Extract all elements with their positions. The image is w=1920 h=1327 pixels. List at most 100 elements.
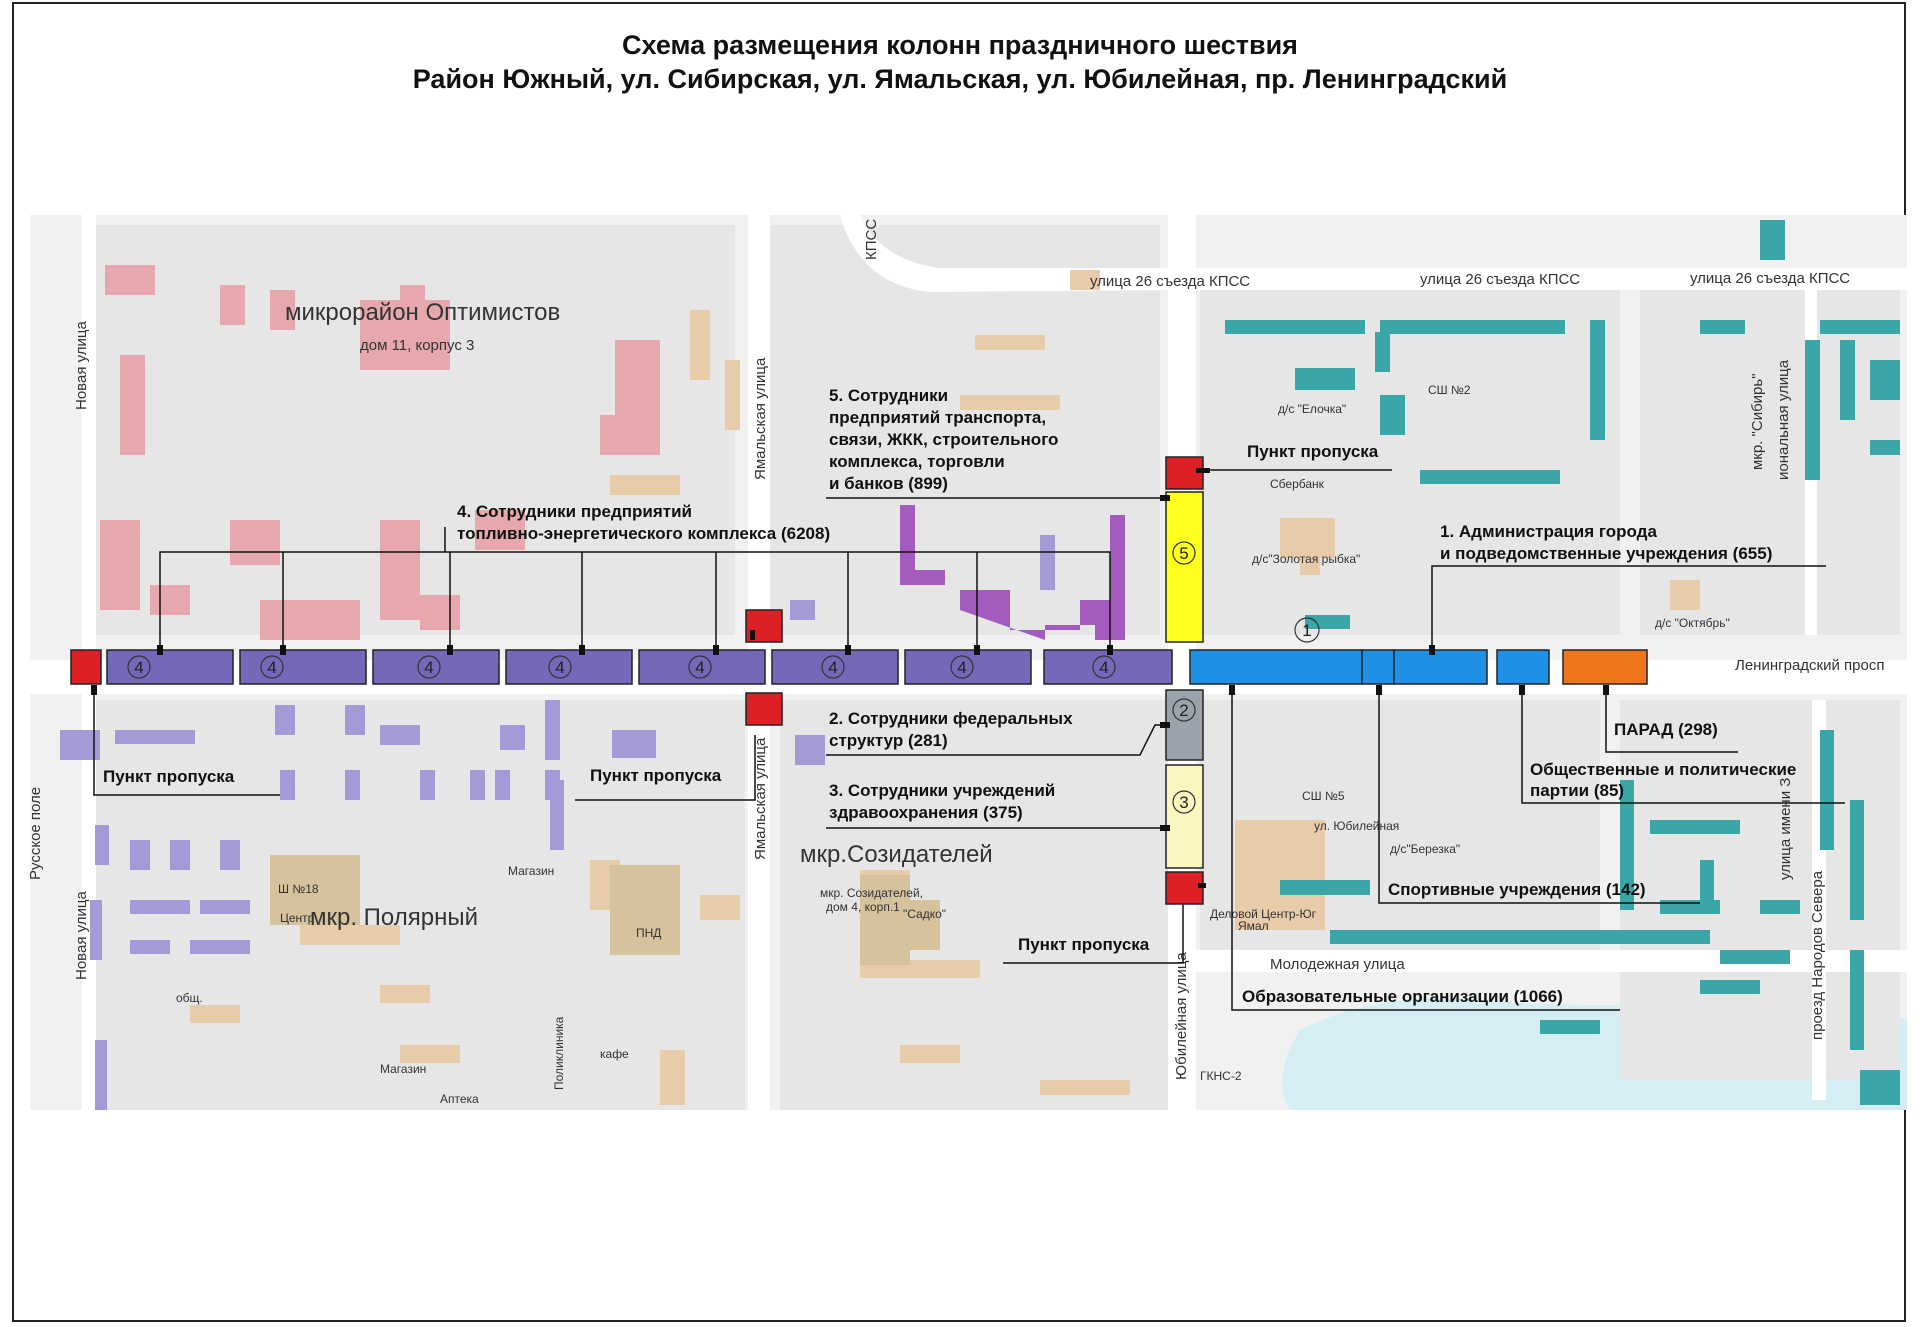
label-col4-line2: топливно-энергетического комплекса (6208… — [457, 524, 830, 543]
map-subtitle: Район Южный, ул. Сибирская, ул. Ямальска… — [412, 64, 1508, 94]
marker-5: 5 — [1179, 544, 1188, 563]
street-26-kpss-3: улица 26 съезда КПСС — [1690, 270, 1850, 287]
place-zolotaya-rybka: д/с"Золотая рыбка" — [1252, 552, 1360, 566]
marker-4-3: 4 — [424, 658, 433, 677]
sozidateley-sub1: мкр. Созидателей, — [820, 886, 923, 900]
district-sozidateley: мкр.Созидателей — [800, 841, 993, 868]
label-checkpoint-yubil-north: Пункт пропуска — [1247, 442, 1379, 461]
street-russkoe-pole: Русское поле — [27, 787, 44, 880]
place-magazin-2: Магазин — [380, 1062, 426, 1076]
label-col3-line2: здравоохранения (375) — [829, 803, 1023, 822]
marker-4-1: 4 — [134, 658, 143, 677]
label-col2-line1: 2. Сотрудники федеральных — [829, 709, 1073, 728]
column-4-segment-1 — [106, 649, 234, 685]
marker-circles — [127, 541, 1320, 814]
street-novaya-north: Новая улица — [73, 320, 90, 410]
place-apteka: Аптека — [440, 1092, 479, 1106]
label-col4-line1: 4. Сотрудники предприятий — [457, 502, 692, 521]
label-education: Образовательные организации (1066) — [1242, 987, 1563, 1006]
place-berezka: д/с"Березка" — [1390, 842, 1460, 856]
street-imeni: улица имени З — [1777, 778, 1794, 880]
street-26-kpss-2: улица 26 съезда КПСС — [1420, 271, 1580, 288]
marker-4-7: 4 — [957, 658, 966, 677]
column-4-segment-2 — [239, 649, 367, 685]
marker-numbers: 4 4 4 4 4 4 4 4 1 5 2 3 — [134, 544, 1311, 812]
street-sibir: мкр. "Сибирь" — [1749, 373, 1766, 470]
place-oktyabr: д/с "Октябрь" — [1655, 616, 1730, 630]
place-kafe: кафе — [600, 1047, 629, 1061]
place-gkns: ГКНС-2 — [1200, 1069, 1242, 1083]
street-ionalnaya: иональная улица — [1775, 359, 1792, 480]
place-sh5-addr: ул. Юбилейная — [1314, 819, 1399, 833]
place-sberbank: Сбербанк — [1270, 477, 1325, 491]
label-checkpoint-west: Пункт пропуска — [103, 767, 235, 786]
column-3-block — [1165, 764, 1204, 869]
label-col5-line4: комплекса, торговли — [829, 452, 1005, 471]
marker-1: 1 — [1302, 621, 1311, 640]
column-4-segment-7 — [904, 649, 1032, 685]
marker-3: 3 — [1179, 793, 1188, 812]
label-sport: Спортивные учреждения (142) — [1388, 880, 1646, 899]
district-optimistov: микрорайон Оптимистов — [285, 299, 560, 326]
street-leningradsky: Ленинградский просп — [1735, 657, 1884, 674]
checkpoints — [70, 456, 1210, 905]
street-molodezhnaya: Молодежная улица — [1270, 956, 1405, 973]
place-delovoy-2: Ямал — [1238, 919, 1269, 933]
buildings-teal — [1225, 220, 1900, 1105]
column-4-segment-3 — [372, 649, 500, 685]
place-centr: Центр — [280, 911, 315, 925]
place-sh2: СШ №2 — [1428, 383, 1471, 397]
column-parties — [1496, 649, 1550, 685]
label-col5-line1: 5. Сотрудники — [829, 386, 948, 405]
street-yamalskaya-south: Ямальская улица — [752, 737, 769, 860]
street-kpss-vertical: КПСС — [863, 219, 880, 260]
checkpoint-yamal-south — [745, 692, 783, 726]
label-checkpoint-yubil-south: Пункт пропуска — [1018, 935, 1150, 954]
column-parade — [1562, 649, 1648, 685]
street-narodov-severa: проезд Народов Севера — [1809, 870, 1826, 1040]
place-sh5: СШ №5 — [1302, 789, 1345, 803]
sozidateley-sub2: дом 4, корп.1 — [826, 900, 900, 914]
place-pnd: ПНД — [636, 926, 661, 940]
column-4-segment-8 — [1043, 649, 1173, 685]
marker-4-8: 4 — [1099, 658, 1108, 677]
label-col1-line1: 1. Администрация города — [1440, 522, 1657, 541]
label-parties-line1: Общественные и политические — [1530, 760, 1796, 779]
place-sadko: "Садко" — [903, 907, 946, 921]
marker-4-4: 4 — [555, 658, 564, 677]
district-polyarny: мкр. Полярный — [310, 904, 478, 931]
place-delovoy-1: Деловой Центр-Юг — [1210, 907, 1317, 921]
label-col1-line2: и подведомственные учреждения (655) — [1440, 544, 1772, 563]
label-col3-line1: 3. Сотрудники учреждений — [829, 781, 1055, 800]
street-yamalskaya-north: Ямальская улица — [752, 357, 769, 480]
label-parties-line2: партии (85) — [1530, 781, 1624, 800]
buildings-pink — [100, 265, 660, 640]
map-title: Схема размещения колонн праздничного шес… — [622, 30, 1298, 60]
checkpoint-yubil-south — [1165, 871, 1204, 905]
district-optimistov-sub: дом 11, корпус 3 — [360, 337, 474, 354]
street-novaya-south: Новая улица — [73, 890, 90, 980]
column-labels: 4. Сотрудники предприятий топливно-энерг… — [103, 386, 1796, 1006]
street-26-kpss-1: улица 26 съезда КПСС — [1090, 273, 1250, 290]
label-col5-line2: предприятий транспорта, — [829, 408, 1046, 427]
label-col2-line2: структур (281) — [829, 731, 948, 750]
marker-4-6: 4 — [828, 658, 837, 677]
buildings-magenta — [900, 505, 1125, 640]
column-5-block — [1165, 491, 1204, 643]
buildings-beige — [190, 270, 1700, 1105]
street-yubileynaya: Юбилейная улица — [1173, 952, 1190, 1080]
marker-4-2: 4 — [267, 658, 276, 677]
label-checkpoint-yamal: Пункт пропуска — [590, 766, 722, 785]
column-4-segment-4 — [505, 649, 633, 685]
leader-lines — [93, 469, 1845, 1011]
marker-4-5: 4 — [695, 658, 704, 677]
place-poliklinika: Поликлиника — [552, 1016, 566, 1090]
label-col5-line5: и банков (899) — [829, 474, 948, 493]
label-parade: ПАРАД (298) — [1614, 720, 1718, 739]
place-labels: микрорайон Оптимистов дом 11, корпус 3 м… — [176, 299, 1730, 1106]
column-1-education — [1189, 649, 1363, 685]
place-sh18: Ш №18 — [278, 882, 319, 896]
place-obsh: общ. — [176, 991, 203, 1005]
column-1-sport — [1361, 649, 1395, 685]
